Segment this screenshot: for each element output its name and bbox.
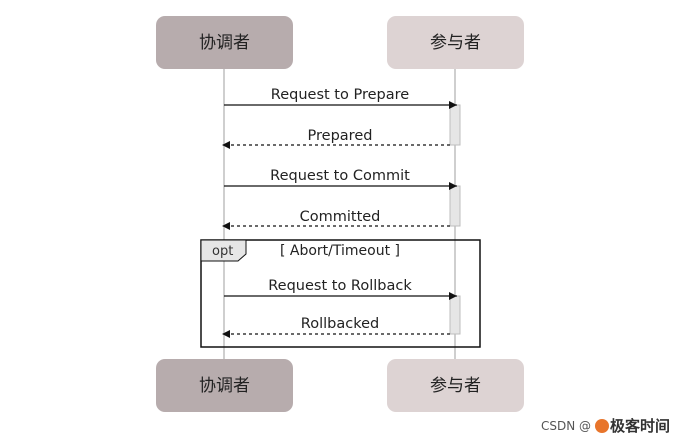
activation-bar-rollback [449,295,461,335]
actor-box-participant-top [387,16,524,69]
watermark: CSDN @ 极客时间 [541,415,670,436]
actor-label-coordinator-bottom: 协调者 [199,376,250,396]
opt-operator-label: opt [212,244,233,259]
actor-label-participant-top: 参与者 [430,33,481,53]
watermark-brand: 极客时间 [609,417,670,435]
actor-box-coordinator-bottom [156,359,293,412]
activation-bar-commit [449,185,461,227]
message-label-request-commit: Request to Commit [270,168,410,184]
actor-box-coordinator-top [156,16,293,69]
actor-label-coordinator-top: 协调者 [199,33,250,53]
activation-bar-prepare [449,104,461,146]
message-label-committed: Committed [300,209,381,225]
opt-fragment-tab [200,239,247,262]
message-label-request-prepare: Request to Prepare [271,87,409,103]
actor-box-participant-bottom [387,359,524,412]
message-label-rollbacked: Rollbacked [301,316,379,332]
geektime-logo-icon [594,418,609,433]
message-label-request-rollback: Request to Rollback [268,278,412,294]
actor-label-participant-bottom: 参与者 [430,376,481,396]
message-label-prepared: Prepared [308,128,373,144]
watermark-prefix: CSDN @ [540,418,591,433]
opt-fragment-frame [200,239,481,348]
opt-condition-label: [ Abort/Timeout ] [280,243,400,259]
